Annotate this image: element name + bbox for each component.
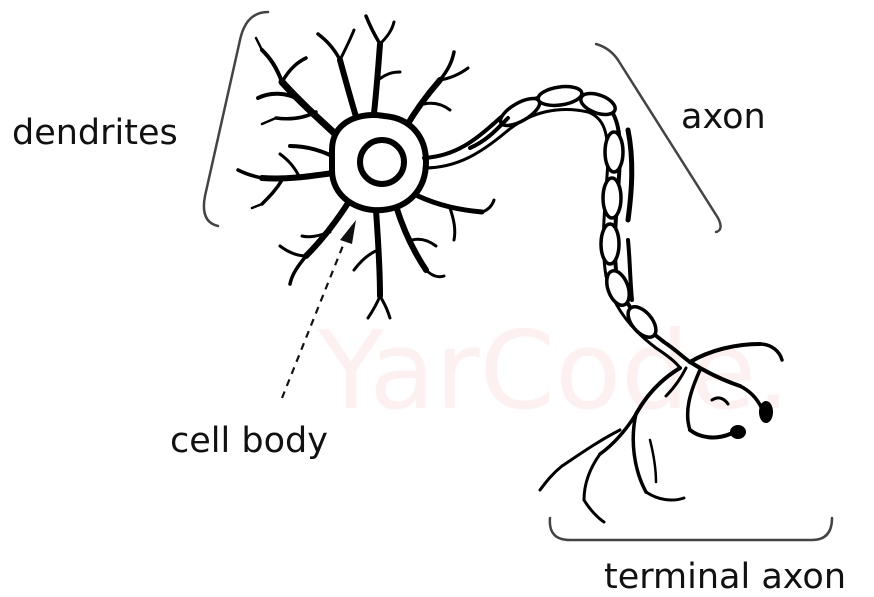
cell-body [332, 115, 426, 210]
terminal-axon-bracket [550, 518, 832, 540]
axon-terminal [540, 344, 782, 522]
axon-label: axon [681, 100, 766, 135]
terminal-axon-label: terminal axon [604, 560, 846, 595]
axon [424, 84, 690, 368]
dendrites-label: dendrites [12, 116, 178, 151]
nucleus [360, 140, 404, 184]
cell-body-label: cell body [170, 424, 328, 459]
cell-body-pointer-arrow [282, 220, 356, 398]
